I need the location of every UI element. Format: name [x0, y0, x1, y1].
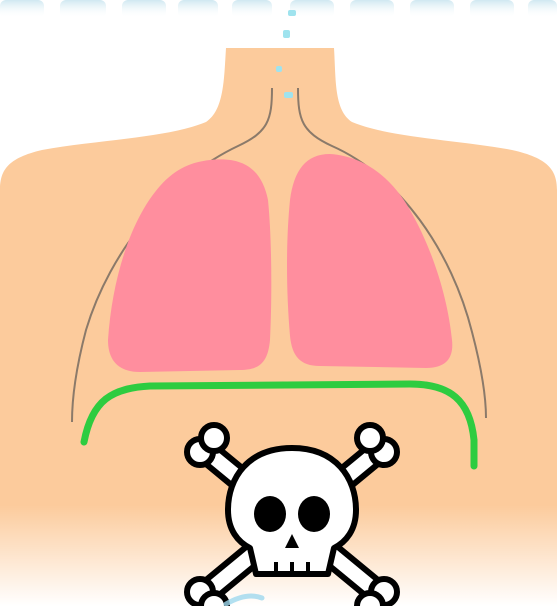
cropped-header-lettering — [0, 0, 557, 18]
